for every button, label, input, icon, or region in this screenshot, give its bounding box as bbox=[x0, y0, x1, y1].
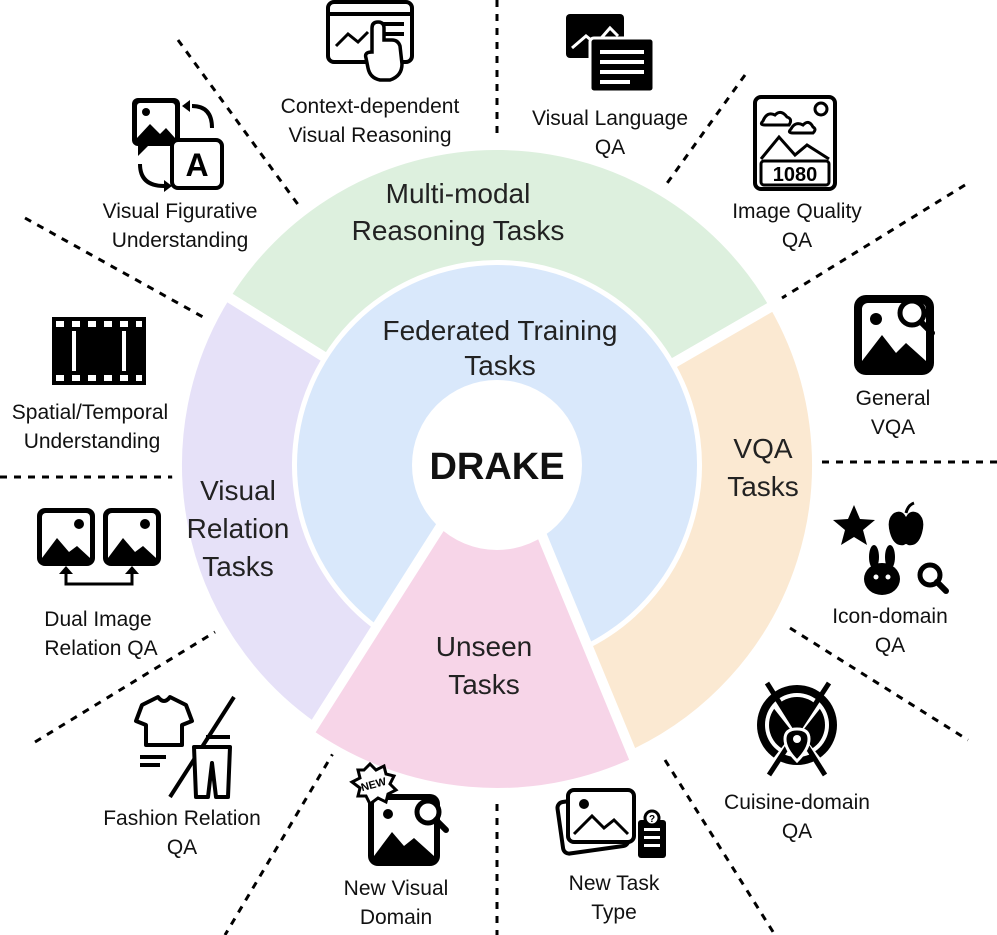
image-clipboard-icon: ? bbox=[555, 788, 666, 858]
task-icon-line1: Icon-domain bbox=[832, 605, 948, 628]
task-gvqa-line2: VQA bbox=[871, 416, 915, 439]
image-text-icon bbox=[566, 14, 656, 94]
task-newtask-line2: Type bbox=[591, 901, 637, 924]
task-iqa-line2: QA bbox=[782, 229, 812, 252]
task-newdomain-line1: New Visual bbox=[344, 877, 449, 900]
task-dual-line2: Relation QA bbox=[44, 637, 157, 660]
task-newdomain-line2: Domain bbox=[360, 906, 432, 929]
label-vqa-line2: Tasks bbox=[727, 471, 799, 502]
task-context-line1: Context-dependent bbox=[281, 95, 460, 118]
label-unseen-line1: Unseen bbox=[436, 631, 533, 662]
center-circle bbox=[412, 380, 582, 550]
cuisine-plate-icon bbox=[757, 681, 837, 777]
label-unseen-line2: Tasks bbox=[448, 669, 520, 700]
label-inner-line2: Tasks bbox=[464, 350, 536, 381]
task-figurative-line1: Visual Figurative bbox=[103, 200, 258, 223]
task-fashion-line1: Fashion Relation bbox=[103, 807, 261, 830]
new-image-icon: NEW bbox=[349, 761, 449, 866]
image-translate-icon: A bbox=[132, 98, 224, 192]
icon-set-icon bbox=[833, 501, 949, 595]
label-vqa-line1: VQA bbox=[733, 433, 792, 464]
film-strip-icon bbox=[52, 317, 146, 385]
task-spatial-line2: Understanding bbox=[24, 430, 161, 453]
task-cuisine-line2: QA bbox=[782, 820, 812, 843]
image-search-icon bbox=[854, 295, 935, 375]
label-relation-line3: Tasks bbox=[202, 551, 274, 582]
task-gvqa-line1: General bbox=[856, 387, 931, 410]
label-relation-line1: Visual bbox=[200, 475, 276, 506]
label-multimodal-line2: Reasoning Tasks bbox=[352, 215, 565, 246]
divider-line bbox=[653, 74, 747, 201]
task-dual-line1: Dual Image bbox=[44, 608, 151, 631]
task-vlqa-line2: QA bbox=[595, 136, 625, 159]
task-newtask-line1: New Task bbox=[569, 872, 660, 895]
label-relation-line2: Relation bbox=[187, 513, 290, 544]
letter-a: A bbox=[185, 147, 208, 183]
divider-line bbox=[663, 759, 777, 935]
dual-image-icon bbox=[37, 508, 161, 586]
divider-line bbox=[223, 749, 337, 935]
label-inner-line1: Federated Training bbox=[382, 315, 617, 346]
task-vlqa-line1: Visual Language bbox=[532, 107, 688, 130]
task-figurative-line2: Understanding bbox=[112, 229, 249, 252]
center-title: DRAKE bbox=[429, 446, 564, 488]
image-1080-icon: 1080 bbox=[753, 95, 837, 191]
task-iqa-line1: Image Quality bbox=[732, 200, 862, 223]
task-icon-line2: QA bbox=[875, 634, 905, 657]
svg-text:?: ? bbox=[649, 814, 655, 825]
segment-unseen bbox=[302, 518, 643, 798]
task-fashion-line2: QA bbox=[167, 836, 197, 859]
fashion-icon bbox=[134, 695, 236, 799]
browser-click-icon bbox=[326, 0, 414, 82]
task-spatial-line1: Spatial/Temporal bbox=[12, 401, 168, 424]
task-context-line2: Visual Reasoning bbox=[288, 124, 451, 147]
resolution-badge: 1080 bbox=[773, 164, 818, 186]
task-cuisine-line1: Cuisine-domain bbox=[724, 791, 870, 814]
label-multimodal-line1: Multi-modal bbox=[386, 178, 531, 209]
